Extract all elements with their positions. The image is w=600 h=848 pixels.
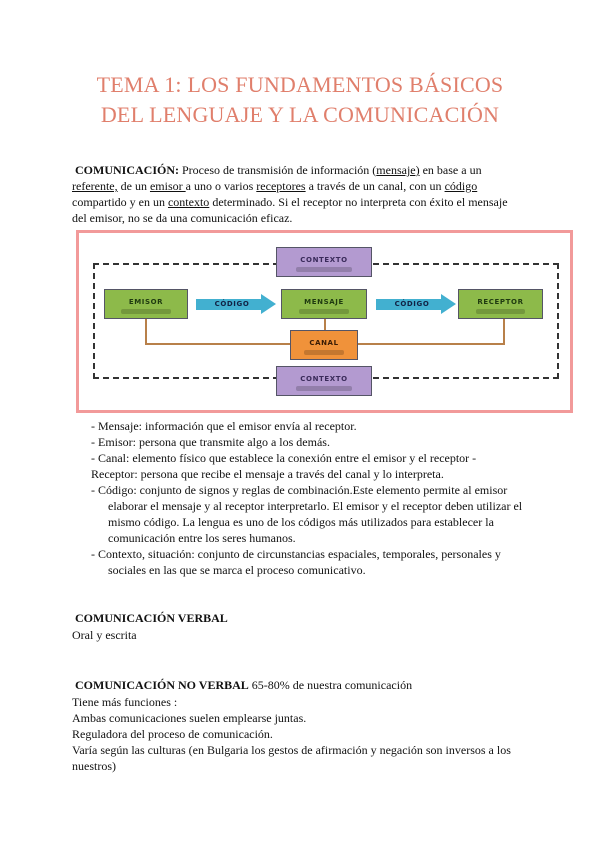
text: de un xyxy=(117,179,150,193)
box-label: CANAL xyxy=(309,339,339,347)
underlined-term: contexto xyxy=(167,195,210,209)
text: determinado. Si el receptor no interpret… xyxy=(209,195,508,209)
codigo-arrow-1: CÓDIGO xyxy=(196,294,276,314)
text: a uno o varios xyxy=(185,179,257,193)
communication-diagram: CONTEXTO EMISOR CÓDIGO MENSAJE CÓDIGO RE… xyxy=(76,230,573,413)
verbal-text: Oral y escrita xyxy=(72,628,137,642)
arrow-label: CÓDIGO xyxy=(196,299,262,310)
no-verbal-line: Ambas comunicaciones suelen emplearse ju… xyxy=(72,711,307,725)
text: a través de un canal, con un xyxy=(305,179,445,193)
box-label: MENSAJE xyxy=(304,298,344,306)
box-label: EMISOR xyxy=(128,298,164,306)
context-frame xyxy=(93,263,559,379)
no-verbal-line: Tiene más funciones : xyxy=(72,695,178,709)
list-item: - Mensaje: información que el emisor env… xyxy=(91,419,357,433)
list-item-continuation: sociales en las que se marca el proceso … xyxy=(108,563,366,577)
text: compartido y en un xyxy=(72,195,168,209)
connector-line xyxy=(145,319,147,345)
text: Proceso de transmisión de información ( xyxy=(179,163,377,177)
list-item-continuation: comunicación entre los seres humanos. xyxy=(108,531,296,545)
section-heading-verbal: COMUNICACIÓN VERBAL xyxy=(75,611,228,625)
list-item: Receptor: persona que recibe el mensaje … xyxy=(91,467,444,481)
title-line-2: DEL LENGUAJE Y LA COMUNICACIÓN xyxy=(100,102,500,127)
intro-heading: COMUNICACIÓN: xyxy=(75,163,179,177)
list-item-continuation: elaborar el mensaje y al receptor interp… xyxy=(108,499,523,513)
section-heading-no-verbal: COMUNICACIÓN NO VERBAL xyxy=(75,678,249,692)
list-item-continuation: mismo código. La lengua es uno de los có… xyxy=(108,515,494,529)
title-line-1: TEMA 1: LOS FUNDAMENTOS BÁSICOS xyxy=(96,72,504,97)
heading-note: 65-80% de nuestra comunicación xyxy=(248,678,413,692)
underlined-term: receptores xyxy=(256,179,306,193)
mensaje-box: MENSAJE xyxy=(281,289,367,319)
box-label: CONTEXTO xyxy=(300,375,348,383)
underlined-term: emisor xyxy=(149,179,186,193)
underlined-term: código xyxy=(444,179,478,193)
underlined-term: mensaje) xyxy=(376,163,420,177)
contexto-top-box: CONTEXTO xyxy=(276,247,372,277)
box-label: CONTEXTO xyxy=(300,256,348,264)
list-item: - Contexto, situación: conjunto de circu… xyxy=(91,547,501,561)
connector-line xyxy=(503,319,505,345)
list-item: - Canal: elemento físico que establece l… xyxy=(91,451,477,465)
text: en base a un xyxy=(419,163,482,177)
list-item: - Emisor: persona que transmite algo a l… xyxy=(91,435,330,449)
list-item: - Código: conjunto de signos y reglas de… xyxy=(91,483,508,497)
arrow-label: CÓDIGO xyxy=(376,299,442,310)
text: del emisor, no se da una comunicación ef… xyxy=(72,211,293,225)
codigo-arrow-2: CÓDIGO xyxy=(376,294,456,314)
no-verbal-line: nuestros) xyxy=(72,759,116,773)
box-label: RECEPTOR xyxy=(477,298,524,306)
emisor-box: EMISOR xyxy=(104,289,188,319)
canal-box: CANAL xyxy=(290,330,358,360)
no-verbal-line: Varía según las culturas (en Bulgaria lo… xyxy=(72,743,511,757)
connector-line xyxy=(324,319,326,331)
underlined-term: referente, xyxy=(72,179,118,193)
contexto-bottom-box: CONTEXTO xyxy=(276,366,372,396)
receptor-box: RECEPTOR xyxy=(458,289,543,319)
no-verbal-line: Reguladora del proceso de comunicación. xyxy=(72,727,273,741)
